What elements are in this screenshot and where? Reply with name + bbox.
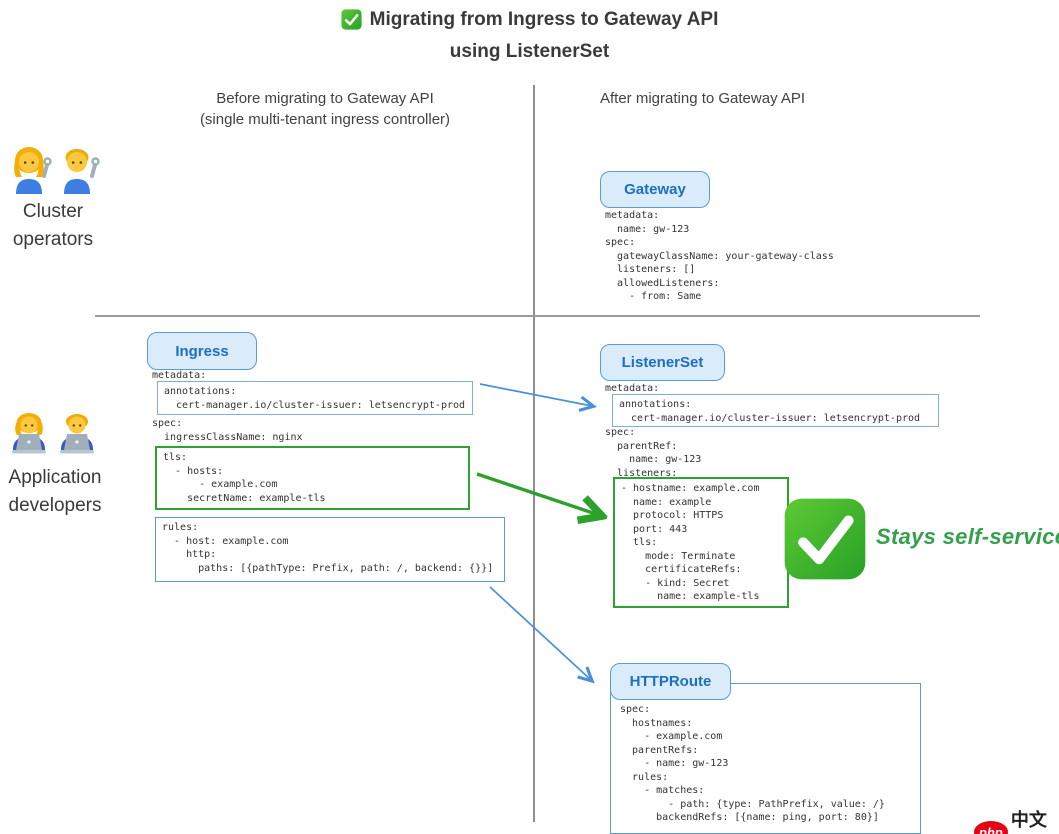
gateway-yaml-code: metadata: name: gw-123 spec: gatewayClas… <box>605 210 834 302</box>
arrow-tls-to-listeners <box>476 472 599 515</box>
watermark: php 中文网 <box>974 806 1059 834</box>
before-header-line2: (single multi-tenant ingress controller) <box>199 111 451 128</box>
check-mark-icon <box>341 9 362 30</box>
ingress-annotations-highlight-box: annotations: cert-manager.io/cluster-iss… <box>157 381 473 415</box>
arrow-annotations-to-listenerset <box>479 383 592 406</box>
listenerset-spec-code: spec: parentRef: name: gw-123 listeners: <box>605 427 702 479</box>
ingress-tls-code: tls: - hosts: - example.com secretName: … <box>163 452 326 504</box>
woman-mechanic-icon <box>14 147 52 194</box>
httproute-resource-pill: HTTPRoute <box>610 663 731 700</box>
watermark-text: 中文网 <box>1010 810 1047 830</box>
listenerset-metadata-code: metadata: <box>605 383 660 394</box>
ingress-metadata-code: metadata: <box>152 370 207 381</box>
man-technologist-icon <box>60 414 94 454</box>
listenerset-annotations-code: annotations: cert-manager.io/cluster-iss… <box>619 399 921 424</box>
application-developers-icons <box>8 412 100 460</box>
ingress-tls-highlight-box: tls: - hosts: - example.com secretName: … <box>155 446 470 510</box>
ingress-resource-pill: Ingress <box>147 332 257 370</box>
listenerset-annotations-highlight-box: annotations: cert-manager.io/cluster-iss… <box>612 394 939 427</box>
woman-technologist-icon <box>12 413 46 454</box>
httproute-code-box: spec: hostnames: - example.com parentRef… <box>610 683 921 834</box>
listenerset-listeners-code: - hostname: example.com name: example pr… <box>621 483 760 602</box>
httproute-yaml-code: spec: hostnames: - example.com parentRef… <box>620 704 885 823</box>
listenerset-listeners-highlight-box: - hostname: example.com name: example pr… <box>613 477 789 608</box>
man-mechanic-icon <box>64 149 100 194</box>
after-column-header: After migrating to Gateway API <box>600 90 806 107</box>
vertical-divider <box>533 85 535 822</box>
before-header-line1: Before migrating to Gateway API <box>216 90 434 107</box>
ingress-rules-highlight-box: rules: - host: example.com http: paths: … <box>155 517 505 582</box>
cluster-operators-line2: operators <box>12 229 94 250</box>
ingress-annotations-code: annotations: cert-manager.io/cluster-iss… <box>164 386 466 411</box>
gateway-resource-pill: Gateway <box>600 171 710 208</box>
listenerset-resource-pill: ListenerSet <box>600 344 725 381</box>
title-text-line1: Migrating from Ingress to Gateway API <box>369 9 719 30</box>
arrow-rules-to-httproute <box>489 586 591 680</box>
watermark-php-badge: php <box>974 821 1008 834</box>
title-text-line2: using ListenerSet <box>449 41 610 62</box>
stays-self-service-note: Stays self-service <box>876 524 1059 549</box>
ingress-rules-code: rules: - host: example.com http: paths: … <box>162 522 494 574</box>
application-developers-label: Application developers <box>0 464 110 520</box>
cluster-operators-icons <box>8 146 100 194</box>
ingress-spec-code: spec: ingressClassName: nginx <box>152 418 303 443</box>
cluster-operators-label: Cluster operators <box>0 198 106 254</box>
application-developers-line2: developers <box>8 495 102 516</box>
big-check-mark-icon <box>783 497 867 581</box>
cluster-operators-line1: Cluster <box>22 201 84 222</box>
before-column-header: Before migrating to Gateway API (single … <box>125 88 525 130</box>
horizontal-divider <box>95 315 980 317</box>
page-title: Migrating from Ingress to Gateway API us… <box>0 6 1059 65</box>
application-developers-line1: Application <box>8 467 102 488</box>
